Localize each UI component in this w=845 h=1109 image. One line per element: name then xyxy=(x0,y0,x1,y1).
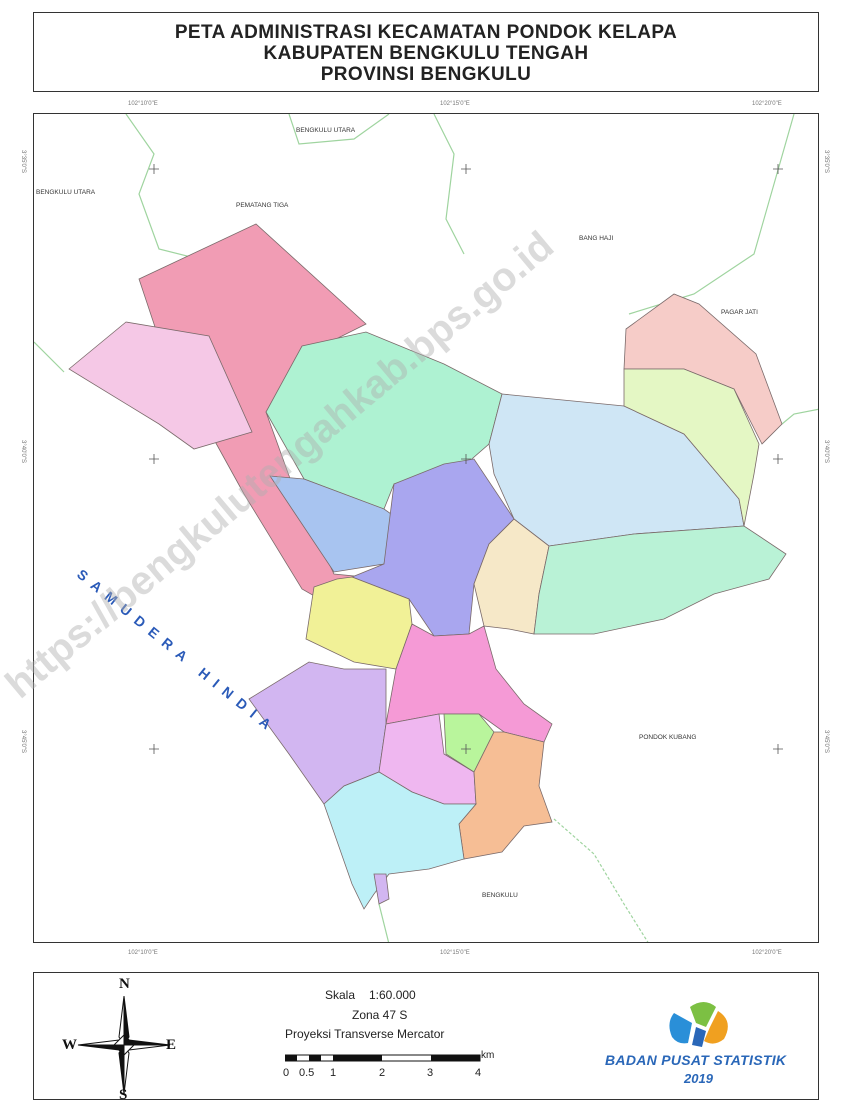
region-lavender-sw[interactable] xyxy=(373,873,390,905)
scale-tick-3: 3 xyxy=(427,1067,434,1079)
boundary-line-north xyxy=(433,114,465,255)
compass-n-label: N xyxy=(119,976,130,992)
boundary-line-northeast xyxy=(628,114,795,315)
label-pagar-jati: PAGAR JATI xyxy=(721,309,758,316)
region-purple-central[interactable] xyxy=(350,458,515,637)
graticule-lat-right-3: 3°45'0"S xyxy=(823,730,829,754)
graticule-lon-bottom-3: 102°20'0"E xyxy=(752,950,782,956)
graticule-lon-top-1: 102°10'0"E xyxy=(128,101,158,107)
graticule-lon-top-3: 102°20'0"E xyxy=(752,101,782,107)
graticule-lon-top-2: 102°15'0"E xyxy=(440,101,470,107)
zone-label: Zona 47 S xyxy=(352,1008,408,1022)
region-mint-east[interactable] xyxy=(533,525,787,635)
scale-tick-0: 0 xyxy=(283,1067,290,1079)
boundary-line-coast-north xyxy=(34,341,65,373)
scale-unit: km xyxy=(481,1050,495,1061)
label-pondok-kubang: PONDOK KUBANG xyxy=(639,734,696,741)
agency-name: BADAN PUSAT STATISTIK xyxy=(605,1052,787,1068)
label-pematang-tiga: PEMATANG TIGA xyxy=(236,202,289,209)
graticule-crosses xyxy=(149,164,783,754)
label-bang-haji: BANG HAJI xyxy=(579,235,614,242)
bps-logo-icon xyxy=(669,1002,728,1047)
map-title-line-1: PETA ADMINISTRASI KECAMATAN PONDOK KELAP… xyxy=(174,22,678,43)
boundary-line-southeast xyxy=(553,818,649,942)
graticule-lat-left-2: 3°40'0"S xyxy=(20,440,26,464)
compass-s-label: S xyxy=(119,1087,128,1103)
graticule-lat-left-3: 3°45'0"S xyxy=(20,730,26,754)
scale-value: 1:60.000 xyxy=(369,988,416,1002)
graticule-lat-left-1: 3°35'0"S xyxy=(20,150,26,174)
region-north-red[interactable] xyxy=(138,223,367,610)
label-bengkulu: BENGKULU xyxy=(482,892,518,899)
graticule-lon-bottom-1: 102°10'0"E xyxy=(128,950,158,956)
region-west-pink[interactable] xyxy=(68,321,253,450)
graticule-lon-bottom-2: 102°15'0"E xyxy=(440,950,470,956)
scale-tick-2: 2 xyxy=(379,1067,386,1079)
graticule-lat-right-2: 3°40'0"S xyxy=(823,440,829,464)
scale-bar xyxy=(285,1054,481,1062)
boundary-line-south xyxy=(378,903,390,942)
region-lime-east[interactable] xyxy=(623,368,760,527)
compass-e-label: E xyxy=(166,1037,177,1053)
graticule-lat-right-1: 3°35'0"S xyxy=(823,150,829,174)
boundary-line-east xyxy=(781,408,818,425)
map-title-line-3: PROVINSI BENGKULU xyxy=(320,64,532,85)
boundary-line-north-utara xyxy=(288,114,390,145)
region-cyan[interactable] xyxy=(323,771,477,910)
scale-tick-4: 4 xyxy=(475,1067,482,1079)
map-frame[interactable]: BENGKULU UTARA BENGKULU UTARA PEMATANG T… xyxy=(33,113,819,943)
map-title-line-2: KABUPATEN BENGKULU TENGAH xyxy=(263,43,589,64)
map-title-box: PETA ADMINISTRASI KECAMATAN PONDOK KELAP… xyxy=(33,12,819,92)
label-samudera-hindia: SAMUDERA HINDIA xyxy=(74,566,280,737)
map-canvas[interactable]: BENGKULU UTARA BENGKULU UTARA PEMATANG T… xyxy=(34,114,819,943)
scale-tick-1: 1 xyxy=(330,1067,337,1079)
scale-label: Skala xyxy=(325,988,356,1002)
compass-rose-icon xyxy=(77,995,171,1095)
agency-year: 2019 xyxy=(684,1071,713,1086)
scale-tick-0-5: 0.5 xyxy=(299,1067,315,1079)
label-bengkulu-utara-left: BENGKULU UTARA xyxy=(36,189,96,196)
label-bengkulu-utara-top: BENGKULU UTARA xyxy=(296,127,356,134)
projection-label: Proyeksi Transverse Mercator xyxy=(285,1027,445,1041)
compass-w-label: W xyxy=(62,1037,77,1053)
